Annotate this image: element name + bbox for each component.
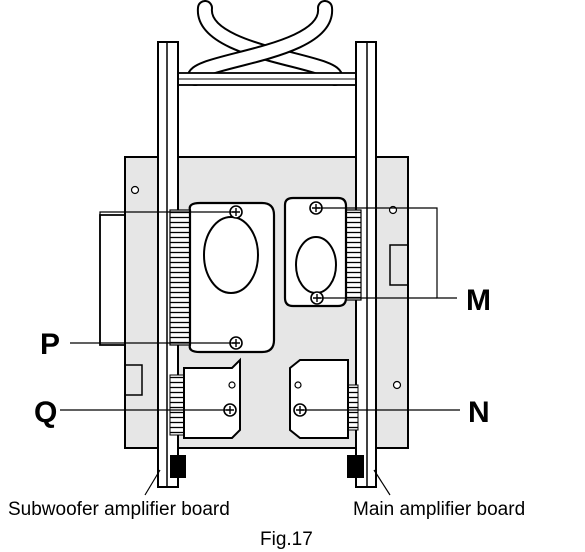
main-heatsink — [283, 196, 362, 308]
callout-N: N — [468, 396, 490, 429]
main-lower-component — [289, 359, 359, 439]
callout-Q: Q — [34, 396, 57, 429]
callout-M: M — [466, 284, 491, 317]
leader-lines — [60, 207, 460, 496]
main-board-caption: Main amplifier board — [353, 499, 525, 520]
subwoofer-heatsink — [169, 201, 276, 354]
callout-P: P — [40, 328, 60, 361]
main-board-rail — [347, 41, 377, 488]
cable-bundle — [177, 0, 359, 86]
subwoofer-board-caption: Subwoofer amplifier board — [8, 499, 230, 520]
figure-caption: Fig.17 — [260, 529, 313, 550]
subwoofer-lower-component — [169, 357, 241, 439]
